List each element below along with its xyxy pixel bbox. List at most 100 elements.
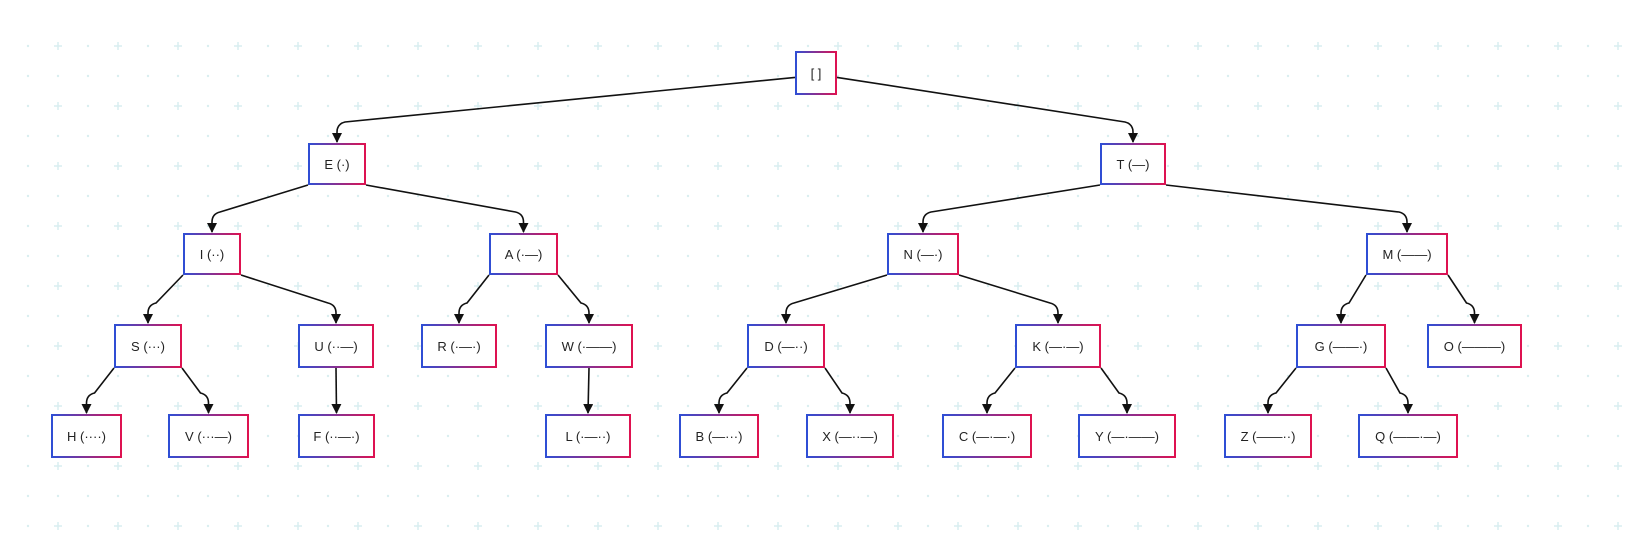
grid-dot — [806, 374, 810, 378]
grid-plus-mark — [1374, 222, 1382, 230]
grid-dot — [566, 254, 570, 258]
grid-dot — [506, 494, 510, 498]
grid-dot — [1286, 524, 1290, 528]
grid-dot — [326, 464, 330, 468]
grid-dot — [506, 464, 510, 468]
grid-dot — [1406, 464, 1410, 468]
grid-dot — [806, 464, 810, 468]
grid-dot — [656, 254, 660, 258]
grid-dot — [1526, 224, 1530, 228]
grid-dot — [746, 74, 750, 78]
node-label: Z (——··) — [1240, 428, 1296, 444]
grid-plus-mark — [1014, 162, 1022, 170]
node-label: H (····) — [67, 428, 106, 444]
grid-plus-mark — [1014, 462, 1022, 470]
tree-node-a: A (·—) — [489, 233, 558, 275]
grid-dot — [1226, 44, 1230, 48]
grid-plus-mark — [1374, 282, 1382, 290]
grid-dot — [1196, 494, 1200, 498]
grid-dot — [926, 44, 930, 48]
tree-node-f: F (··—·) — [298, 414, 375, 458]
grid-dot — [1166, 194, 1170, 198]
grid-dot — [566, 494, 570, 498]
grid-plus-mark — [714, 462, 722, 470]
grid-dot — [866, 254, 870, 258]
grid-dot — [1106, 194, 1110, 198]
grid-dot — [176, 194, 180, 198]
grid-dot — [176, 74, 180, 78]
grid-dot — [206, 494, 210, 498]
grid-plus-mark — [1494, 282, 1502, 290]
grid-plus-mark — [1554, 402, 1562, 410]
grid-dot — [566, 464, 570, 468]
grid-plus-mark — [1434, 42, 1442, 50]
grid-plus-mark — [1374, 42, 1382, 50]
grid-plus-mark — [1134, 42, 1142, 50]
grid-dot — [356, 74, 360, 78]
grid-dot — [1616, 134, 1620, 138]
grid-dot — [356, 494, 360, 498]
grid-dot — [1136, 194, 1140, 198]
grid-dot — [1346, 74, 1350, 78]
grid-dot — [506, 74, 510, 78]
grid-dot — [356, 374, 360, 378]
grid-dot — [326, 194, 330, 198]
grid-dot — [626, 164, 630, 168]
grid-dot — [1286, 344, 1290, 348]
node-label: Q (——·—) — [1375, 428, 1441, 444]
grid-dot — [926, 74, 930, 78]
grid-dot — [146, 494, 150, 498]
grid-dot — [986, 164, 990, 168]
node-label: G (——·) — [1314, 338, 1368, 354]
grid-plus-mark — [114, 222, 122, 230]
edge-g-to-z — [1263, 367, 1297, 414]
grid-dot — [1046, 134, 1050, 138]
grid-plus-mark — [1554, 42, 1562, 50]
grid-dot — [1226, 254, 1230, 258]
grid-plus-mark — [894, 522, 902, 530]
grid-dot — [236, 494, 240, 498]
grid-dot — [116, 494, 120, 498]
grid-plus-mark — [174, 162, 182, 170]
grid-dot — [1466, 464, 1470, 468]
grid-dot — [26, 134, 30, 138]
grid-plus-mark — [294, 402, 302, 410]
grid-dot — [1526, 104, 1530, 108]
grid-dot — [716, 254, 720, 258]
grid-dot — [446, 314, 450, 318]
grid-plus-mark — [234, 522, 242, 530]
grid-dot — [266, 284, 270, 288]
grid-plus-mark — [1434, 522, 1442, 530]
grid-dot — [1556, 314, 1560, 318]
grid-dot — [1046, 434, 1050, 438]
grid-dot — [806, 164, 810, 168]
grid-dot — [1556, 374, 1560, 378]
grid-dot — [1586, 314, 1590, 318]
grid-dot — [1346, 224, 1350, 228]
grid-dot — [1046, 224, 1050, 228]
grid-dot — [956, 494, 960, 498]
grid-dot — [86, 494, 90, 498]
grid-dot — [416, 134, 420, 138]
grid-dot — [1526, 314, 1530, 318]
node-label: I (··) — [199, 246, 225, 262]
grid-dot — [1046, 194, 1050, 198]
grid-dot — [1046, 524, 1050, 528]
grid-plus-mark — [774, 462, 782, 470]
grid-dot — [1286, 74, 1290, 78]
grid-dot — [146, 254, 150, 258]
grid-dot — [446, 464, 450, 468]
grid-dot — [1406, 104, 1410, 108]
grid-dot — [116, 194, 120, 198]
grid-dot — [206, 104, 210, 108]
grid-dot — [1106, 314, 1110, 318]
grid-dot — [146, 374, 150, 378]
grid-dot — [1466, 134, 1470, 138]
grid-dot — [416, 194, 420, 198]
node-label: D (—··) — [764, 338, 808, 354]
grid-dot — [1196, 194, 1200, 198]
grid-dot — [1196, 434, 1200, 438]
grid-plus-mark — [1374, 462, 1382, 470]
grid-dot — [1166, 224, 1170, 228]
grid-dot — [926, 134, 930, 138]
